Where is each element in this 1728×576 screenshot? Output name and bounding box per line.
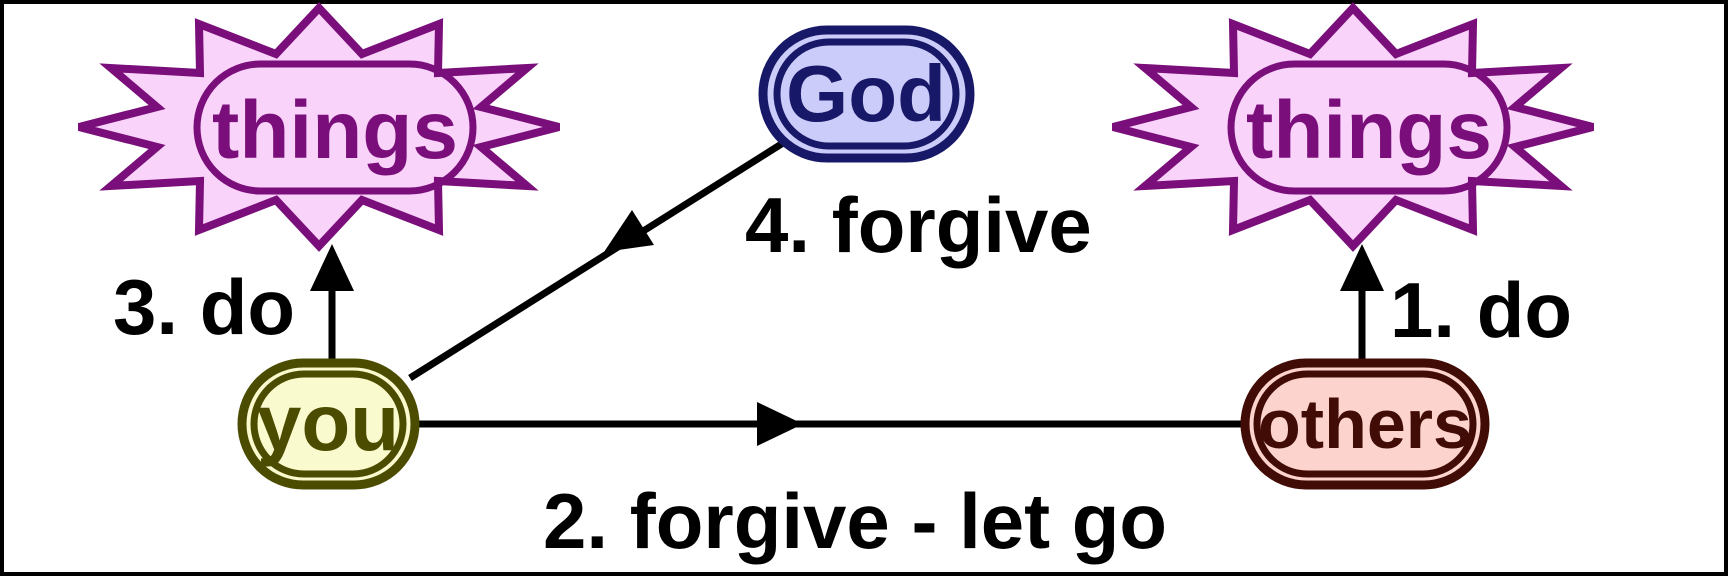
arrow-2-forgive-let-go (415, 402, 1245, 446)
you-label: you (257, 378, 399, 467)
arrow-3-arrowhead-icon (310, 244, 354, 291)
things-left-label: things (212, 85, 458, 176)
arrow-4-forgive (408, 140, 785, 381)
arrow-1-do (1340, 244, 1384, 363)
edge-label-1-do: 1. do (1390, 266, 1572, 354)
arrow-2-arrowhead-icon (757, 402, 803, 446)
arrow-1-arrowhead-icon (1340, 244, 1384, 291)
god-node-shape (758, 25, 975, 163)
you-inner-outline (250, 370, 407, 478)
others-node-shape (1240, 358, 1490, 490)
edge-label-2-forgive-let-go: 2. forgive - let go (543, 477, 1167, 565)
node-others: others (1240, 358, 1490, 490)
arrow-4-line (408, 140, 785, 381)
arrow-3-do (310, 244, 354, 363)
things-right-label: things (1246, 85, 1492, 176)
others-label: others (1258, 385, 1472, 463)
node-things-right: things (1113, 8, 1593, 246)
node-you: you (237, 358, 420, 490)
node-things-left: things (79, 8, 559, 246)
others-inner-outline (1253, 370, 1477, 478)
edge-label-3-do: 3. do (113, 263, 295, 351)
god-inner-outline (773, 38, 960, 150)
node-god: God (758, 25, 975, 163)
you-node-shape (237, 358, 420, 490)
arrow-4-arrowhead-icon (604, 210, 654, 252)
things-left-stadium-outline (193, 60, 477, 195)
edge-label-4-forgive: 4. forgive (745, 181, 1092, 269)
things-right-stadium-outline (1227, 60, 1511, 195)
god-label: God (786, 49, 946, 138)
